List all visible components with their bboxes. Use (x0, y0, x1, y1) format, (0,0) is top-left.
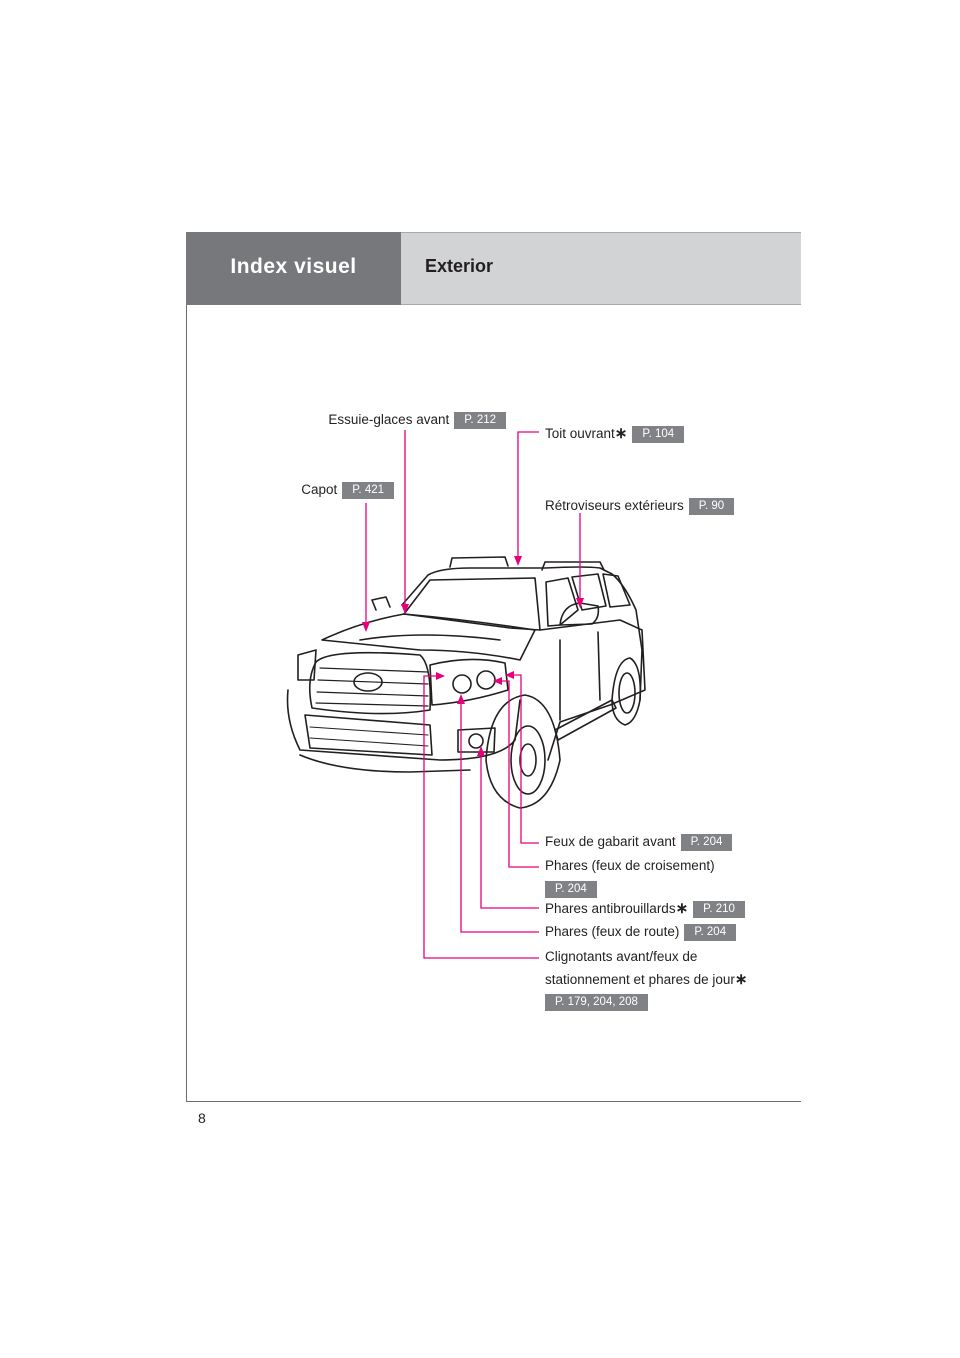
callout-phares-route: Phares (feux de route)P. 204 (545, 924, 737, 941)
page-ref-badge[interactable]: P. 212 (454, 412, 506, 429)
callout-label: Toit ouvrant (545, 426, 615, 441)
page-ref-badge[interactable]: P. 179, 204, 208 (545, 994, 648, 1011)
callout-label: Feux de gabarit avant (545, 834, 676, 850)
asterisk-mark: ∗ (675, 900, 689, 917)
page-ref-badge[interactable]: P. 204 (545, 881, 597, 898)
page-ref-badge[interactable]: P. 421 (342, 482, 394, 499)
leader-arrowheads (362, 556, 584, 756)
leader-lines (365, 430, 581, 959)
suv-drawing (286, 556, 646, 809)
callout-phares-croisement: Phares (feux de croisement) P. 204 (545, 858, 715, 898)
page-ref-badge[interactable]: P. 204 (684, 924, 737, 941)
callout-phares-antibrouillards: Phares antibrouillards∗P. 210 (545, 899, 745, 918)
callout-label-line2: stationnement et phares de jour (545, 972, 735, 987)
page-ref-badge[interactable]: P. 204 (680, 834, 733, 851)
callout-toit-ouvrant: Toit ouvrant∗P. 104 (545, 424, 685, 443)
callout-label: Rétroviseurs extérieurs (545, 498, 684, 514)
page-number: 8 (198, 1110, 206, 1126)
header-section-block (186, 232, 401, 305)
page-frame (186, 232, 801, 1102)
subsection-title: Exterior (425, 256, 494, 276)
callout-label: Essuie-glaces avant (328, 412, 450, 428)
header-subsection-block (401, 232, 801, 305)
callout-clignotants: Clignotants avant/feux de stationnement … (545, 949, 747, 1011)
asterisk-mark: ∗ (734, 971, 748, 988)
page-ref-badge[interactable]: P. 210 (693, 900, 745, 918)
asterisk-mark: ∗ (614, 425, 628, 442)
callout-label: Phares antibrouillards (545, 901, 676, 916)
page-ref-badge[interactable]: P. 90 (688, 498, 735, 515)
section-title: Index visuel (230, 255, 357, 278)
callout-label: Phares (feux de croisement) (545, 858, 715, 873)
page-ref-badge[interactable]: P. 104 (632, 425, 685, 443)
callout-label-line1: Clignotants avant/feux de (545, 949, 698, 964)
callout-label: Phares (feux de route) (545, 924, 680, 940)
callout-label: Capot (301, 482, 338, 498)
